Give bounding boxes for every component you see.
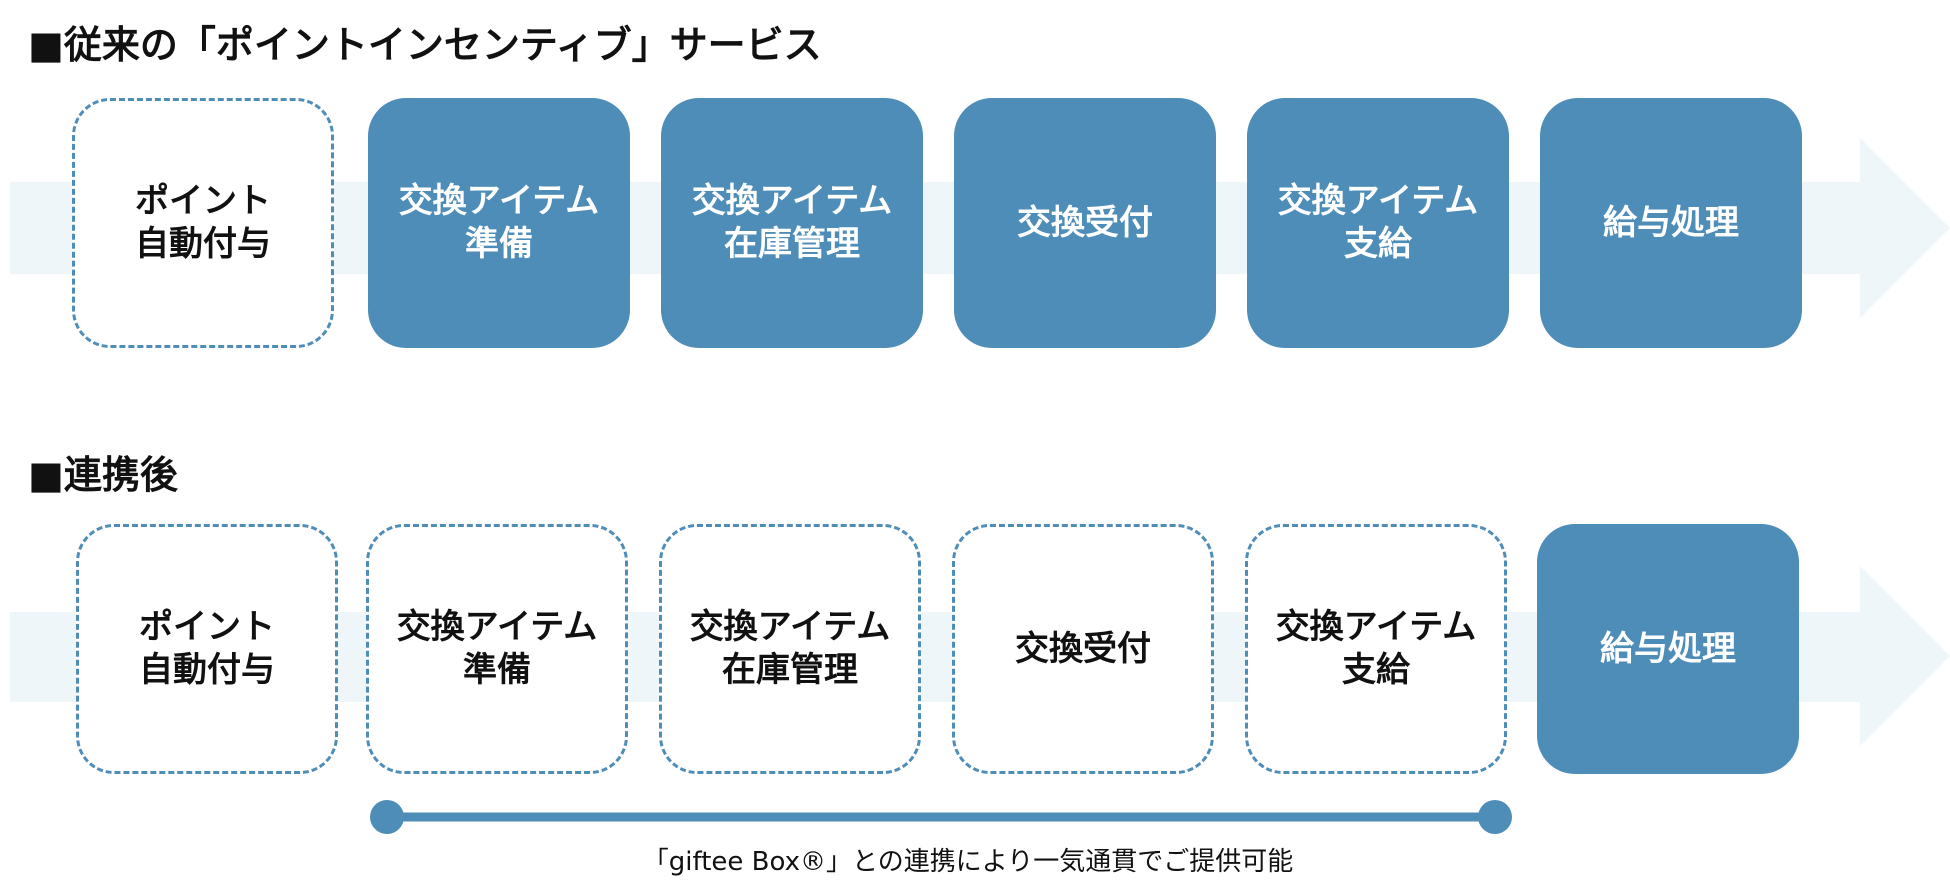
step-box-before-5: 交換アイテム 支給 [1247,98,1509,348]
step-box-before-2: 交換アイテム 準備 [368,98,630,348]
step-label: 交換受付 [1015,628,1151,669]
step-box-after-6: 給与処理 [1537,524,1799,774]
section-heading-before: ■従来の「ポイントインセンティブ」サービス [28,23,822,67]
step-box-before-4: 交換受付 [954,98,1216,348]
step-label: 交換アイテム 在庫管理 [689,607,891,690]
step-label: 交換アイテム 在庫管理 [691,181,893,264]
step-box-after-2: 交換アイテム 準備 [366,524,628,774]
step-box-before-6: 給与処理 [1540,98,1802,348]
step-box-after-3: 交換アイテム 在庫管理 [659,524,921,774]
integration-caption-wrapper: 「giftee Box®」との連携により一気通貫でご提供可能 [0,841,1950,878]
step-box-after-4: 交換受付 [952,524,1214,774]
step-label: ポイント 自動付与 [139,607,275,690]
step-label: ポイント 自動付与 [135,181,271,264]
step-label: 交換アイテム 支給 [1275,607,1477,690]
step-box-before-1: ポイント 自動付与 [72,98,334,348]
step-label: 交換アイテム 支給 [1277,181,1479,264]
step-label: 給与処理 [1603,202,1739,243]
step-label: 交換アイテム 準備 [396,607,598,690]
integration-span-connector [370,800,1512,834]
step-box-after-5: 交換アイテム 支給 [1245,524,1507,774]
step-label: 交換受付 [1017,202,1153,243]
section-heading-after: ■連携後 [28,453,178,497]
integration-caption: 「giftee Box®」との連携により一気通貫でご提供可能 [642,847,1294,877]
step-label: 交換アイテム 準備 [398,181,600,264]
step-box-before-3: 交換アイテム 在庫管理 [661,98,923,348]
step-label: 給与処理 [1600,628,1736,669]
step-box-after-1: ポイント 自動付与 [76,524,338,774]
